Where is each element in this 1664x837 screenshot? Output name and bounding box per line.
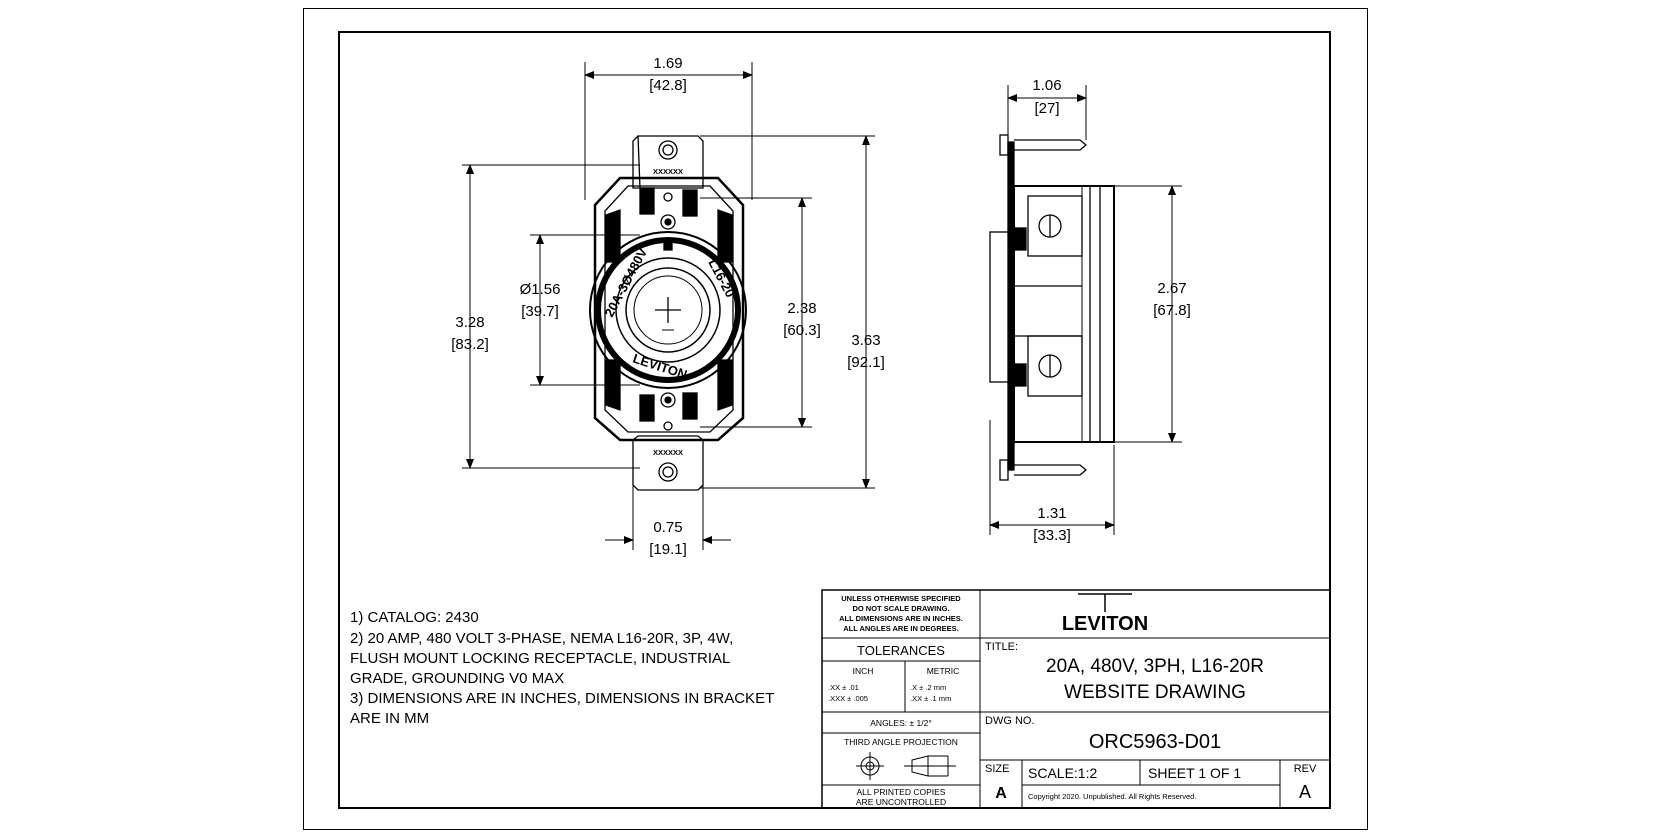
dim-mount-spacing-in: 3.28 [455, 314, 484, 331]
metric-tol-1: .X ± .2 mm [910, 683, 946, 692]
notes: 1) CATALOG: 2430 2) 20 AMP, 480 VOLT 3-P… [350, 609, 774, 727]
dim-top-width-mm: [42.8] [649, 77, 687, 94]
front-dimension-labels: 1.69 [42.8] 3.28 [83.2] Ø1.56 [39.7] 2.3… [451, 55, 885, 558]
note-line: ARE IN MM [350, 710, 429, 727]
dim-bore-in: Ø1.56 [520, 281, 561, 298]
inch-label: INCH [853, 666, 874, 676]
side-dimension-labels: 1.06 [27] 2.67 [67.8] 1.31 [33.3] [1032, 77, 1190, 544]
note-line: 2) 20 AMP, 480 VOLT 3-PHASE, NEMA L16-20… [350, 630, 733, 647]
angles: ANGLES: ± 1/2° [870, 718, 931, 728]
dim-overall-height-in: 3.63 [851, 332, 880, 349]
face-code-top: XXXXXX [653, 167, 683, 176]
rev-label: REV [1294, 763, 1317, 775]
front-view [589, 135, 747, 491]
copies-line-2: ARE UNCONTROLLED [856, 797, 946, 807]
outer-border [303, 8, 1368, 830]
note-line: FLUSH MOUNT LOCKING RECEPTACLE, INDUSTRI… [350, 650, 730, 667]
dim-side-bottom-width-in: 1.31 [1037, 505, 1066, 522]
title-block-text: UNLESS OTHERWISE SPECIFIED DO NOT SCALE … [828, 594, 1317, 807]
size-value: A [995, 785, 1007, 802]
dim-bottom-width-in: 0.75 [653, 519, 682, 536]
metric-tol-2: .XX ± .1 mm [910, 694, 951, 703]
scale: SCALE:1:2 [1028, 765, 1097, 781]
face-code-bottom: XXXXXX [653, 448, 683, 457]
front-dimensions [462, 62, 875, 550]
dwg-no-label: DWG NO. [985, 715, 1035, 727]
unless-line: DO NOT SCALE DRAWING. [852, 604, 949, 613]
side-dimensions [989, 85, 1182, 535]
title-block [821, 589, 1331, 809]
leviton-logo: LEVITON [1062, 613, 1148, 635]
title-line-1: 20A, 480V, 3PH, L16-20R [1046, 656, 1264, 677]
rev-value: A [1299, 782, 1311, 802]
dim-mount-spacing-mm: [83.2] [451, 336, 489, 353]
tolerances-label: TOLERANCES [857, 643, 945, 658]
dim-body-height-mm: [60.3] [783, 322, 821, 339]
copyright: Copyright 2020. Unpublished. All Rights … [1028, 792, 1196, 801]
inch-tol-1: .XX ± .01 [828, 683, 859, 692]
dim-overall-height-mm: [92.1] [847, 354, 885, 371]
note-line: 1) CATALOG: 2430 [350, 609, 479, 626]
side-view [989, 134, 1115, 481]
dim-bottom-width-mm: [19.1] [649, 541, 687, 558]
dwg-no: ORC5963-D01 [1089, 731, 1221, 753]
projection-symbol-icon [856, 752, 956, 780]
title-line-2: WEBSITE DRAWING [1064, 682, 1246, 703]
dim-side-height-mm: [67.8] [1153, 302, 1191, 319]
copies-line-1: ALL PRINTED COPIES [857, 787, 946, 797]
unless-line: UNLESS OTHERWISE SPECIFIED [841, 594, 961, 603]
note-line: GRADE, GROUNDING V0 MAX [350, 670, 564, 687]
title-label: TITLE: [985, 641, 1018, 653]
metric-label: METRIC [927, 666, 960, 676]
inch-tol-2: .XXX ± .005 [828, 694, 868, 703]
size-label: SIZE [985, 763, 1009, 775]
dim-side-height-in: 2.67 [1157, 280, 1186, 297]
dim-bore-mm: [39.7] [521, 303, 559, 320]
projection-label: THIRD ANGLE PROJECTION [844, 737, 958, 747]
dim-top-width-in: 1.69 [653, 55, 682, 72]
note-line: 3) DIMENSIONS ARE IN INCHES, DIMENSIONS … [350, 690, 774, 707]
dim-side-top-width-mm: [27] [1034, 100, 1059, 117]
unless-line: ALL DIMENSIONS ARE IN INCHES. [839, 614, 963, 623]
dim-side-top-width-in: 1.06 [1032, 77, 1061, 94]
dim-side-bottom-width-mm: [33.3] [1033, 527, 1071, 544]
dim-body-height-in: 2.38 [787, 300, 816, 317]
unless-line: ALL ANGLES ARE IN DEGREES. [843, 624, 959, 633]
sheet: SHEET 1 OF 1 [1148, 765, 1241, 781]
